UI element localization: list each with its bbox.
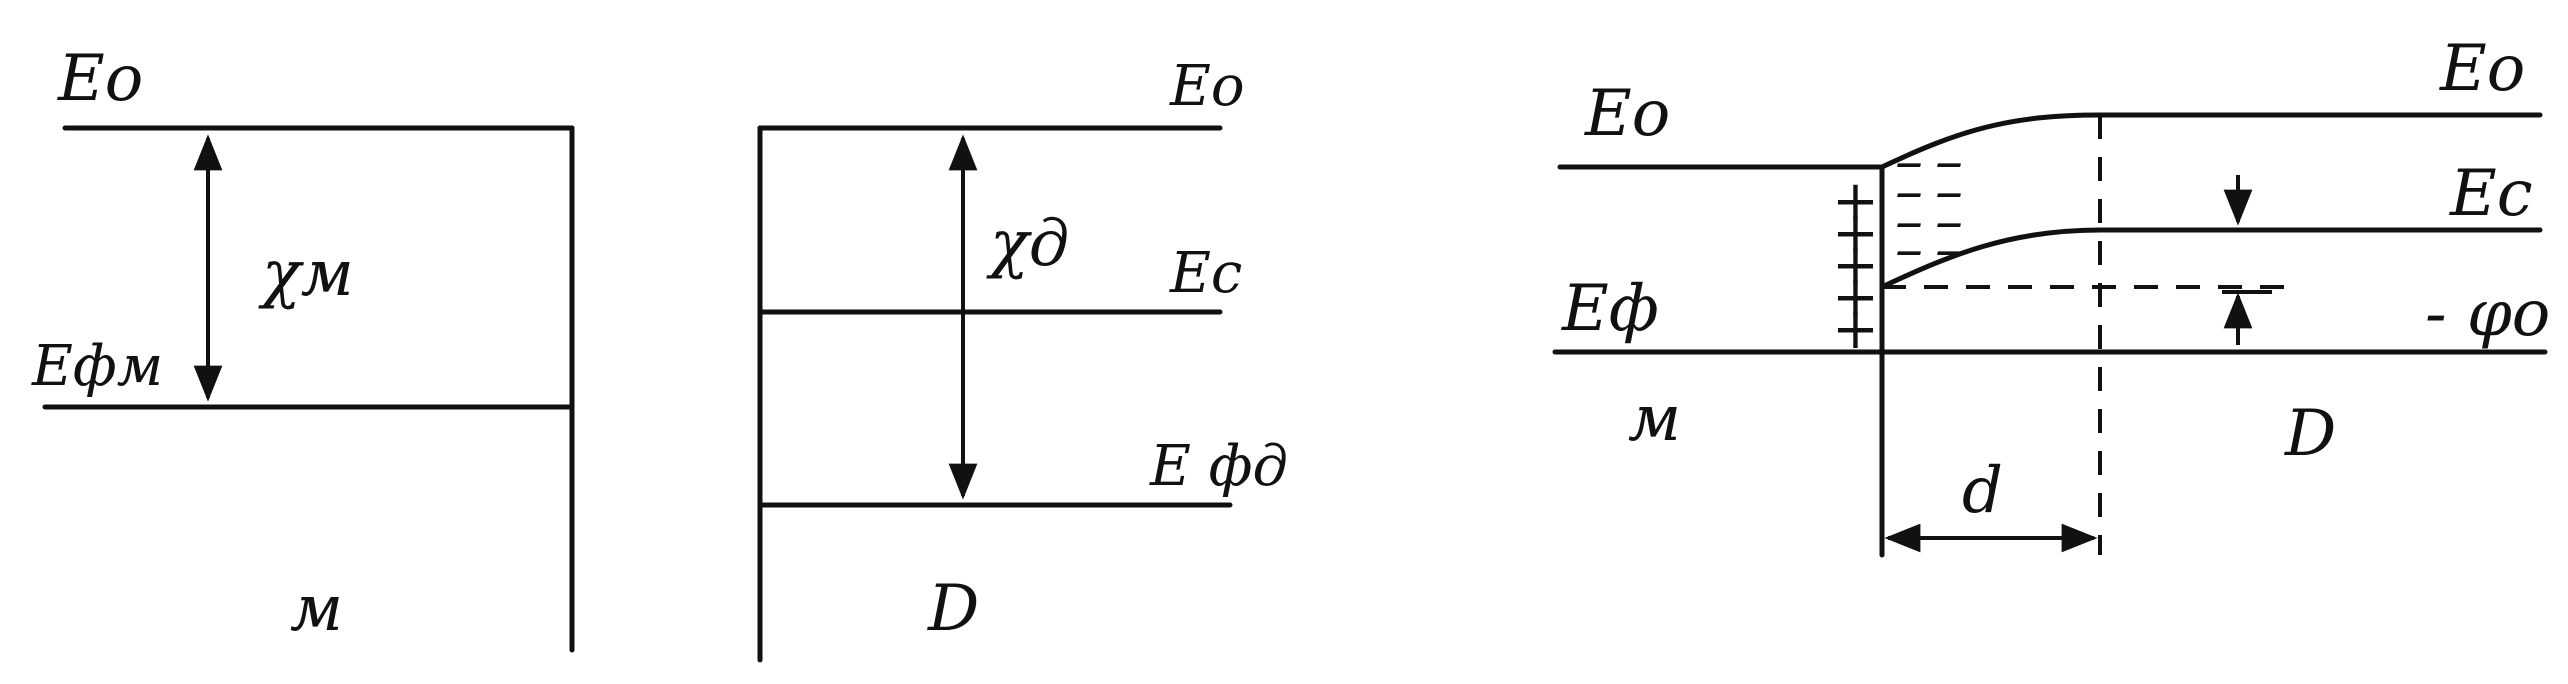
dielectric-affinity-label: χд	[986, 207, 1069, 281]
negative-charge: –	[1895, 129, 1923, 194]
contact-vacuum-left-label: Eo	[1584, 77, 1670, 151]
negative-charge: –	[1895, 217, 1923, 282]
positive-charge: +	[1832, 201, 1879, 266]
dielectric-region-label: D	[927, 572, 979, 646]
negative-charge: –	[1935, 159, 1963, 224]
contact-conduction-line	[1879, 227, 2543, 290]
contact-metal-label: м	[1628, 382, 1681, 456]
negative-charges: – – – – – – – –	[1895, 129, 1963, 282]
contact-vacuum-line	[1557, 112, 2543, 170]
negative-charge: –	[1935, 189, 1963, 254]
metal-fermi-label: Eфм	[31, 334, 163, 399]
negative-charge: –	[1895, 159, 1923, 224]
positive-charges: + + + + +	[1832, 169, 1879, 362]
positive-charge: +	[1832, 265, 1879, 330]
contact-dielectric-label: D	[2284, 397, 2336, 471]
dielectric-conduction-label: Ec	[1169, 241, 1242, 306]
contact-potential-label: - φo	[2425, 277, 2550, 351]
negative-charge: –	[1895, 189, 1923, 254]
width-label: d	[1962, 454, 2003, 528]
contact-fermi-label: Eф	[1561, 272, 1659, 346]
contact-vacuum-right-label: Eo	[2439, 32, 2525, 106]
dielectric-panel: Eo χд Ec E фд D	[757, 54, 1288, 663]
negative-charge: –	[1935, 217, 1963, 282]
metal-panel: Eo χм Eфм м	[31, 42, 575, 653]
metal-region-label: м	[290, 572, 343, 646]
contact-conduction-label: Ec	[2449, 157, 2533, 231]
contact-panel: Eo Eo Ec Eф + + + + + – – – – –	[1552, 32, 2550, 558]
positive-charge: +	[1832, 169, 1879, 234]
metal-vacuum-label: Eo	[57, 42, 143, 116]
negative-charge: –	[1935, 129, 1963, 194]
dielectric-vacuum-label: Eo	[1169, 54, 1245, 119]
metal-work-function-label: χм	[258, 237, 354, 311]
dielectric-fermi-label: E фд	[1149, 434, 1288, 499]
positive-charge: +	[1832, 233, 1879, 298]
positive-charge: +	[1832, 297, 1879, 362]
